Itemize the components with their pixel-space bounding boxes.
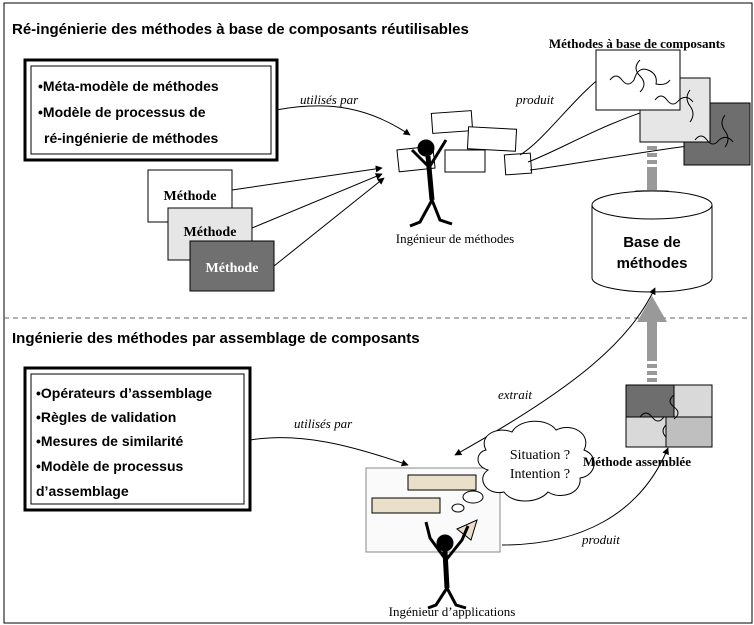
- components-title: Méthodes à base de composants: [549, 36, 725, 51]
- arrow-produit-bottom: [501, 447, 669, 546]
- database-label-2: méthodes: [617, 255, 688, 272]
- bottom-box-line-5: d’assemblage: [36, 483, 129, 499]
- bottom-box-line-2: •Règles de validation: [36, 409, 176, 425]
- application-engineer-figure: [424, 521, 470, 610]
- arrow-bottom-box-to-board: [249, 437, 409, 467]
- cloud-line-1: Situation ?: [510, 448, 570, 463]
- label-application-engineer: Ingénieur d’applications: [389, 604, 516, 619]
- assembled-method-pieces: [625, 384, 713, 448]
- arrow-method2-to-engineer: [251, 173, 383, 229]
- label-produit-bottom: produit: [581, 532, 620, 547]
- arrow-extrait: [454, 287, 656, 456]
- method-label-1: Méthode: [164, 189, 217, 204]
- outer-frame: [3, 2, 753, 624]
- top-section-title: Ré-ingénierie des méthodes à base de com…: [12, 21, 469, 38]
- label-method-engineer: Ingénieur de méthodes: [396, 231, 514, 246]
- database-label-1: Base de: [623, 234, 681, 251]
- top-info-box: •Méta-modèle de méthodes •Modèle de proc…: [23, 58, 279, 162]
- bottom-box-line-3: •Mesures de similarité: [36, 433, 184, 449]
- arrow-produit-2: [527, 106, 656, 163]
- arrow-method3-to-engineer: [273, 177, 385, 267]
- top-box-line-2: •Modèle de processus de: [38, 104, 206, 120]
- arrow-top-box-to-engineer: [275, 105, 411, 136]
- label-assembled-method: Méthode assemblée: [583, 454, 691, 469]
- top-box-line-1: •Méta-modèle de méthodes: [38, 78, 219, 94]
- whiteboard: [365, 467, 501, 553]
- method-stack: Méthode Méthode Méthode: [147, 169, 275, 292]
- label-extrait: extrait: [498, 387, 532, 402]
- label-utilises-par-bottom: utilisés par: [294, 416, 353, 431]
- top-box-line-3: ré-ingénierie de méthodes: [44, 130, 218, 146]
- bottom-box-line-4: •Modèle de processus: [36, 458, 183, 474]
- method-label-2: Méthode: [184, 225, 237, 240]
- arrow-assembled-to-database: [637, 296, 667, 382]
- bottom-info-box: •Opérateurs d’assemblage •Règles de vali…: [23, 366, 252, 512]
- methods-database: Base de méthodes: [591, 190, 713, 293]
- method-label-3: Méthode: [206, 261, 259, 276]
- arrow-method1-to-engineer: [231, 165, 383, 191]
- label-produit-top: produit: [515, 92, 554, 107]
- bottom-section-title: Ingénierie des méthodes par assemblage d…: [12, 330, 420, 347]
- component-pieces-top: [595, 49, 751, 166]
- arrow-produit-3: [529, 142, 696, 171]
- method-box-3: [189, 240, 275, 292]
- label-utilises-par-top: utilisés par: [300, 92, 359, 107]
- cloud-line-2: Intention ?: [510, 467, 570, 482]
- method-engineer-figure: [396, 110, 533, 228]
- bottom-box-line-1: •Opérateurs d’assemblage: [36, 385, 212, 401]
- thought-cloud: Situation ? Intention ?: [451, 420, 595, 513]
